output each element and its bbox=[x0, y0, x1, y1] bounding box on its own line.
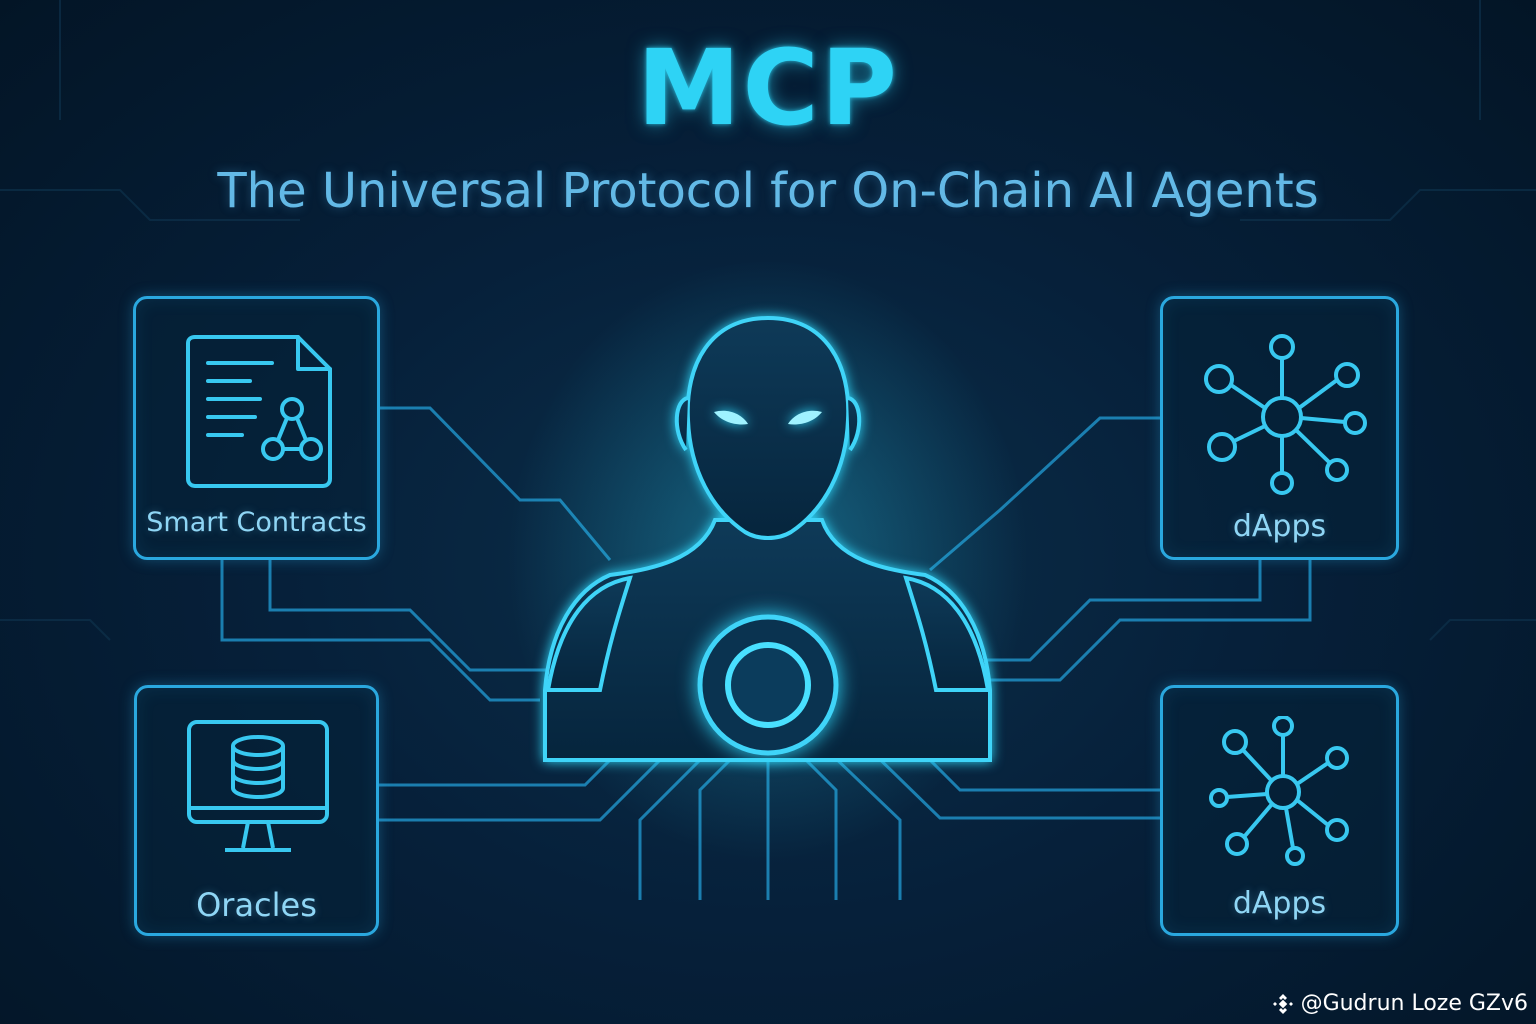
network-hub-icon bbox=[1209, 716, 1349, 866]
binance-logo-icon bbox=[1272, 993, 1293, 1014]
card-dapps-bottom: dApps bbox=[1160, 685, 1399, 936]
watermark: @Gudrun Loze GZv6 bbox=[1271, 991, 1528, 1016]
card-dapps-top: dApps bbox=[1160, 296, 1399, 560]
network-hub-icon bbox=[1204, 334, 1367, 495]
card-oracles: Oracles bbox=[134, 685, 379, 936]
card-label-dapps-top: dApps bbox=[1232, 509, 1327, 544]
connector-smart-contracts-2 bbox=[268, 560, 560, 672]
card-smart-contracts: Smart Contracts bbox=[133, 296, 380, 560]
document-icon bbox=[186, 335, 332, 488]
card-label-smart-contracts: Smart Contracts bbox=[146, 507, 367, 538]
watermark-text: @Gudrun Loze GZv6 bbox=[1300, 991, 1528, 1016]
database-monitor-icon bbox=[187, 720, 329, 852]
connector-dapps-top-2 bbox=[985, 560, 1262, 662]
connector-dapps-top-3 bbox=[990, 560, 1312, 682]
card-label-oracles: Oracles bbox=[196, 886, 317, 924]
page-subtitle: The Universal Protocol for On-Chain AI A… bbox=[217, 163, 1319, 219]
page-title: MCP bbox=[636, 27, 900, 149]
card-label-dapps-bottom: dApps bbox=[1232, 886, 1327, 921]
connector-smart-contracts-3 bbox=[220, 560, 540, 702]
core-inner-ring bbox=[725, 642, 811, 728]
